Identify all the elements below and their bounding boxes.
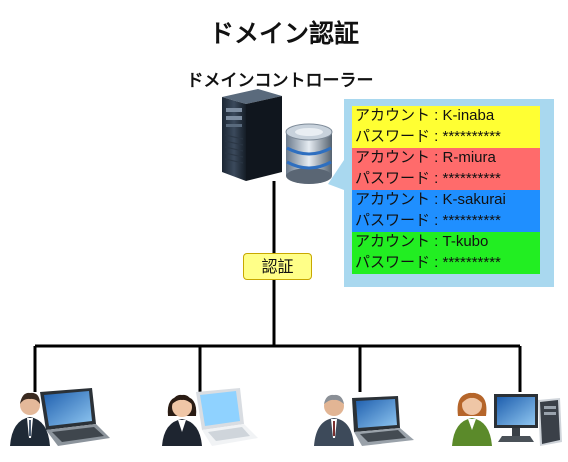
account-name-line: アカウント : R-miura	[355, 149, 496, 166]
password-line: パスワード : **********	[355, 128, 501, 145]
user-male-icon	[314, 394, 354, 446]
password-line: パスワード : **********	[355, 170, 501, 187]
account-entry: アカウント : R-miura パスワード : **********	[352, 148, 540, 190]
authentication-badge: 認証	[243, 253, 312, 280]
callout-pointer	[328, 160, 344, 190]
password-line: パスワード : **********	[355, 254, 501, 271]
database-icon	[285, 123, 333, 184]
laptop-icon	[40, 388, 110, 446]
laptop-icon	[352, 396, 414, 446]
laptop-icon	[196, 388, 258, 446]
account-entry: アカウント : T-kubo パスワード : **********	[352, 232, 540, 274]
server-icon	[222, 89, 282, 181]
desktop-monitor-icon	[494, 394, 538, 442]
user-male-icon	[10, 392, 50, 446]
page-title: ドメイン認証	[208, 19, 359, 48]
account-name-line: アカウント : K-sakurai	[355, 191, 506, 208]
account-entry: アカウント : K-sakurai パスワード : **********	[352, 190, 540, 232]
account-name-line: アカウント : K-inaba	[355, 107, 495, 124]
user-female-icon	[452, 392, 492, 446]
user-female-icon	[162, 394, 202, 446]
desktop-tower-icon	[538, 398, 562, 446]
domain-controller-label: ドメインコントローラー	[186, 71, 374, 91]
account-entry: アカウント : K-inaba パスワード : **********	[352, 106, 540, 148]
account-name-line: アカウント : T-kubo	[355, 233, 489, 250]
password-line: パスワード : **********	[355, 212, 501, 229]
